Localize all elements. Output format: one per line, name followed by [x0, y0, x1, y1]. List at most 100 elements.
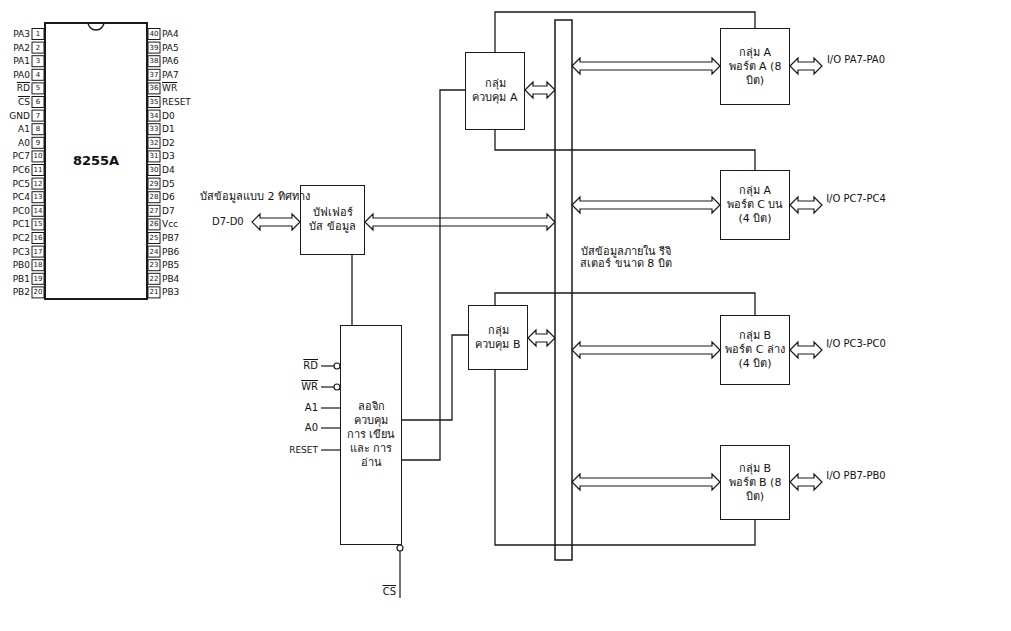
signal-line — [321, 365, 334, 366]
control-line — [495, 130, 755, 170]
pin-number: 10 — [32, 151, 44, 161]
block-box: กลุ่ม B พอร์ต C ล่าง (4 บิต) — [720, 315, 790, 385]
io-label: I/O PC3-PC0 — [824, 338, 888, 350]
block-label: กลุ่ม B พอร์ต B (8 บิต) — [724, 462, 786, 504]
pin-name: PB4 — [162, 273, 202, 285]
pin-name: PB7 — [162, 232, 202, 244]
control-line — [495, 293, 755, 315]
block-label: กลุ่ม ควบคุม A — [469, 77, 521, 105]
block-box: กลุ่ม ควบคุม A — [465, 52, 525, 130]
pin-number: 27 — [148, 206, 160, 216]
bus-arrow — [528, 330, 555, 346]
pin-number: 22 — [148, 274, 160, 284]
pin-number: 17 — [32, 247, 44, 257]
pin-square — [148, 219, 160, 230]
pin-name: RESET — [162, 96, 202, 108]
pin-number: 12 — [32, 179, 44, 189]
pin-name: D2 — [162, 137, 202, 149]
bus-arrow — [572, 342, 720, 358]
chip-name: 8255A — [73, 154, 119, 168]
pin-square — [148, 205, 160, 216]
pin-name: PA5 — [162, 42, 202, 54]
pin-square — [32, 233, 44, 244]
signal-line — [399, 551, 400, 598]
pin-name: GND — [0, 110, 30, 122]
control-line — [351, 255, 352, 325]
pin-name: PC3 — [0, 246, 30, 258]
pin-name: PC0 — [0, 205, 30, 217]
signal-name: A1 — [282, 402, 318, 414]
pin-square — [32, 83, 44, 94]
pin-name: PA1 — [0, 55, 30, 67]
pin-name: PC2 — [0, 232, 30, 244]
bus-arrow — [572, 474, 720, 490]
pin-number: 34 — [148, 111, 160, 121]
pin-name: D3 — [162, 150, 202, 162]
pin-square — [32, 165, 44, 176]
pin-square — [148, 287, 160, 298]
pin-number: 40 — [148, 29, 160, 39]
pin-name: PA2 — [0, 42, 30, 54]
pin-square — [148, 69, 160, 80]
pin-name: PB1 — [0, 273, 30, 285]
pin-number: 28 — [148, 192, 160, 202]
pin-square — [32, 29, 44, 40]
pin-name: WR — [162, 82, 202, 94]
pin-number: 7 — [32, 111, 44, 121]
block-label: กลุ่ม ควบคุม B — [472, 324, 524, 352]
pin-number: 37 — [148, 70, 160, 80]
pin-name: PC4 — [0, 191, 30, 203]
pin-number: 14 — [32, 206, 44, 216]
signal-name: CS — [370, 586, 396, 598]
signal-line — [321, 386, 334, 387]
io-arrow — [790, 474, 822, 490]
pin-name: D4 — [162, 164, 202, 176]
pin-number: 32 — [148, 138, 160, 148]
pin-square — [32, 287, 44, 298]
pin-number: 4 — [32, 70, 44, 80]
block-box: กลุ่ม ควบคุม B — [468, 305, 528, 370]
pin-square — [32, 124, 44, 135]
pin-name: PA0 — [0, 69, 30, 81]
pin-number: 19 — [32, 274, 44, 284]
pin-number: 1 — [32, 29, 44, 39]
pin-square — [148, 42, 160, 53]
signal-line — [321, 427, 340, 428]
io-label: I/O PB7-PB0 — [824, 470, 888, 482]
pin-square — [32, 178, 44, 189]
pin-name: D7 — [162, 205, 202, 217]
pin-square — [148, 29, 160, 40]
block-box: กลุ่ม A พอร์ต C บน (4 บิต) — [720, 170, 790, 240]
io-arrow — [790, 58, 822, 74]
signal-name: A0 — [282, 422, 318, 434]
control-line — [402, 90, 465, 460]
signal-line — [321, 449, 340, 450]
pin-number: 24 — [148, 247, 160, 257]
pin-number: 8 — [32, 124, 44, 134]
pin-square — [148, 273, 160, 284]
internal-bus — [555, 20, 572, 560]
pin-name: PC1 — [0, 218, 30, 230]
bus-label: บัสข้อมูลแบบ 2 ทิศทาง — [200, 191, 315, 203]
pin-number: 25 — [148, 233, 160, 243]
pin-square — [148, 97, 160, 108]
pin-name: PB5 — [162, 259, 202, 271]
io-arrow — [790, 197, 822, 213]
control-line — [495, 370, 755, 545]
pin-square — [148, 83, 160, 94]
pin-name: A1 — [0, 123, 30, 135]
pin-square — [148, 233, 160, 244]
pin-name: A0 — [0, 137, 30, 149]
bus-arrow — [525, 82, 555, 98]
pin-number: 15 — [32, 219, 44, 229]
bus-arrow — [572, 197, 720, 213]
pin-number: 9 — [32, 138, 44, 148]
pin-square — [32, 97, 44, 108]
block-label: กลุ่ม A พอร์ต C บน (4 บิต) — [724, 184, 786, 226]
block-label: บัฟเฟอร์ บัส ข้อมูล — [304, 206, 361, 234]
signal-name: WR — [282, 381, 318, 393]
pin-square — [32, 110, 44, 121]
pin-name: PC6 — [0, 164, 30, 176]
block-box: กลุ่ม A พอร์ต A (8 บิต) — [720, 28, 790, 105]
pin-number: 29 — [148, 179, 160, 189]
